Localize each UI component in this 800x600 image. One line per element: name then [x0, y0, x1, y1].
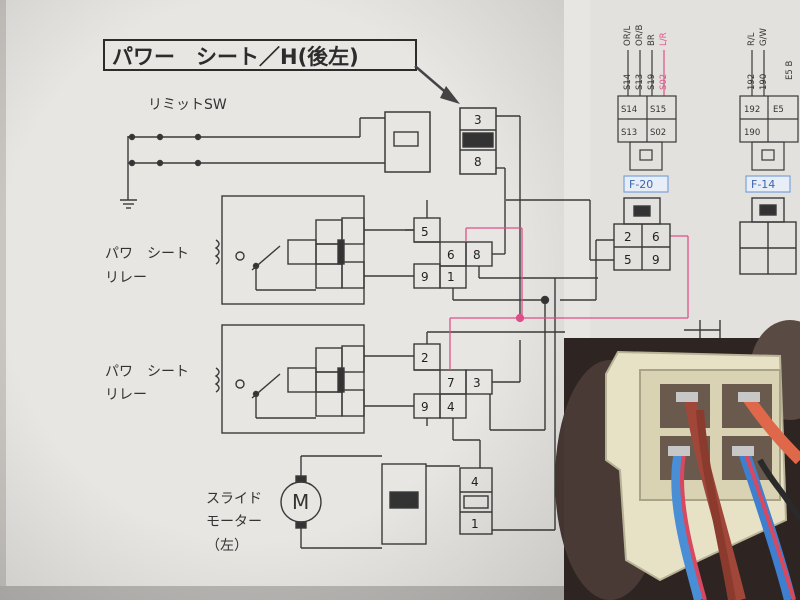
relay2-label-line2: リレー — [105, 387, 147, 403]
f14-cell-1: 192 — [744, 105, 760, 115]
relay1-label-line2: リレー — [105, 270, 147, 286]
motor-conn-pin-1: 1 — [471, 517, 479, 531]
f14-edge-text: E5 B — [785, 61, 795, 80]
f14-cell-3: 190 — [744, 128, 760, 138]
motor-label-line1: スライド — [206, 491, 262, 507]
conn1-pin-8: 8 — [473, 248, 481, 262]
f20-circuit-1: S14 — [623, 74, 633, 90]
connector-f20: OR/L OR/B BR L/R S14 S13 S19 S02 S14 S15… — [617, 25, 677, 193]
diagram-title: パワー シート／H(後左) — [112, 45, 359, 69]
connector-photo-inset — [555, 320, 800, 600]
conn2-pin-2: 2 — [421, 351, 429, 365]
motor-symbol: M — [292, 490, 309, 514]
connector-top-pin-3: 3 — [474, 113, 482, 127]
f20-wire-3: BR — [647, 34, 657, 46]
relay2-label-line1: パワ シート — [105, 364, 189, 380]
limit-switch-label: リミットSW — [148, 97, 227, 113]
connector-f14: R/L G/W 192 190 E5 B 192 E5 190 F-14 — [739, 28, 799, 193]
f20-cell-2: S15 — [650, 105, 666, 115]
conn1-pin-9: 9 — [421, 270, 429, 284]
f20-wire-4: L/R — [659, 32, 669, 46]
f14-circuit-1: 192 — [747, 74, 757, 90]
right-conn-pin-6: 6 — [652, 230, 660, 244]
right-conn-pin-2: 2 — [624, 230, 632, 244]
motor-label-line3: （左） — [206, 538, 248, 554]
f20-circuit-3: S19 — [647, 74, 657, 90]
right-connector: 2 6 5 9 — [613, 197, 671, 271]
motor-conn-pin-4: 4 — [471, 475, 479, 489]
conn2-pin-9: 9 — [421, 400, 429, 414]
f14-mating-connector — [739, 197, 797, 275]
f20-cell-3: S13 — [621, 128, 637, 138]
relay1-label-line1: パワ シート — [105, 246, 189, 262]
f20-wire-1: OR/L — [623, 26, 633, 46]
f20-wire-2: OR/B — [635, 25, 645, 46]
f20-cell-1: S14 — [621, 105, 637, 115]
f14-wire-2: G/W — [759, 28, 769, 46]
f14-wire-1: R/L — [747, 32, 757, 46]
conn2-pin-7: 7 — [447, 376, 455, 390]
f14-tag: F-14 — [751, 178, 775, 191]
conn1-pin-5: 5 — [421, 225, 429, 239]
conn2-pin-3: 3 — [473, 376, 481, 390]
f20-circuit-4: S02 — [659, 74, 669, 90]
right-conn-pin-5: 5 — [624, 253, 632, 267]
f20-circuit-2: S13 — [635, 74, 645, 90]
conn1-pin-1: 1 — [447, 270, 455, 284]
conn1-pin-6: 6 — [447, 248, 455, 262]
f14-circuit-2: 190 — [759, 74, 769, 90]
f20-tag: F-20 — [629, 178, 653, 191]
f20-cell-4: S02 — [650, 128, 666, 138]
connector-top-pin-8: 8 — [474, 155, 482, 169]
motor-label-line2: モーター — [206, 514, 262, 530]
conn2-pin-4: 4 — [447, 400, 455, 414]
right-conn-pin-9: 9 — [652, 253, 660, 267]
f14-cell-2: E5 — [773, 105, 784, 115]
